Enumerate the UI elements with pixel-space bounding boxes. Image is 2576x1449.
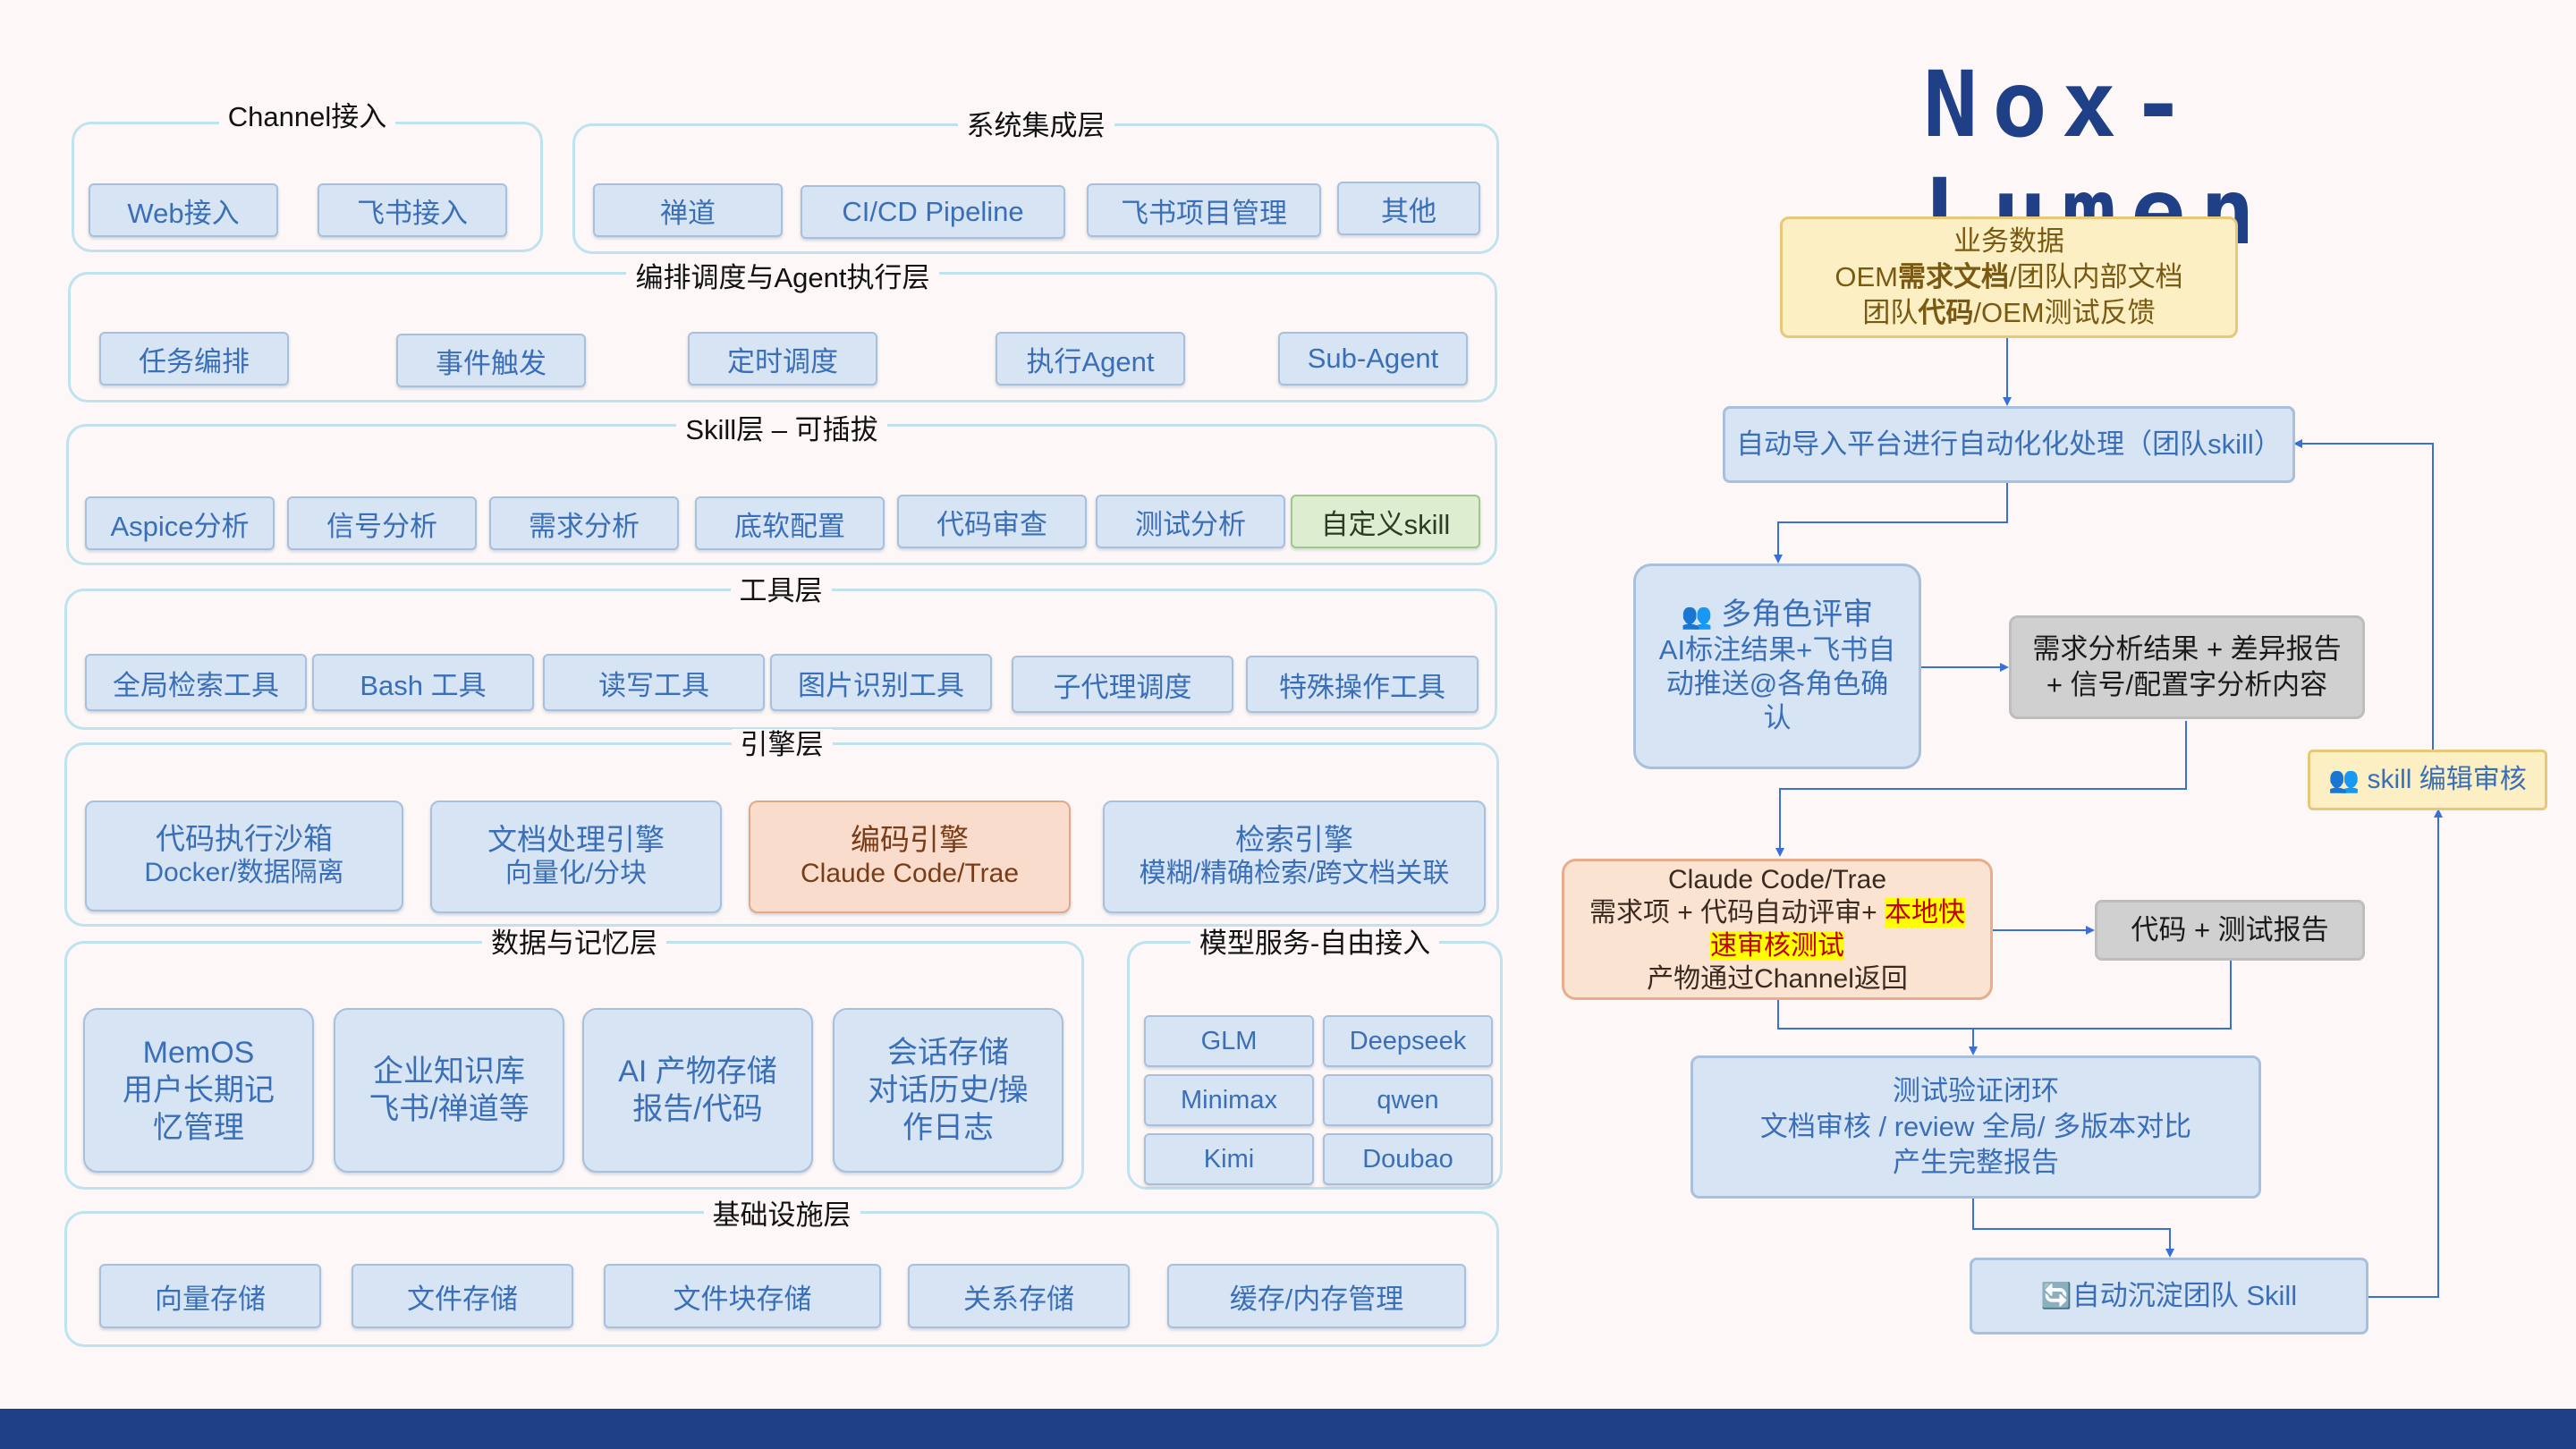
memory-item-memos[interactable]: MemOS 用户长期记 忆管理	[83, 1008, 314, 1173]
people-icon: 👥	[1681, 602, 1713, 630]
engine-sandbox-sub: Docker/数据隔离	[144, 858, 344, 887]
tool-item-readwrite[interactable]: 读写工具	[543, 654, 765, 711]
system-item-zentao[interactable]: 禅道	[593, 183, 783, 237]
orch-item-subagent[interactable]: Sub-Agent	[1278, 332, 1468, 386]
business-title: 业务数据	[1953, 225, 2064, 257]
tool-item-bash[interactable]: Bash 工具	[312, 654, 534, 711]
memory-item-session[interactable]: 会话存储 对话历史/操 作日志	[833, 1008, 1063, 1173]
infra-item-relational[interactable]: 关系存储	[908, 1264, 1130, 1328]
memory-memos-l1: MemOS	[142, 1036, 255, 1070]
memory-session-l2: 对话历史/操	[868, 1073, 1029, 1107]
memory-knowledge-l2: 飞书/禅道等	[369, 1092, 530, 1126]
orch-item-agent[interactable]: 执行Agent	[996, 332, 1185, 386]
skill-item-aspice[interactable]: Aspice分析	[85, 496, 275, 550]
model-item-doubao[interactable]: Doubao	[1323, 1133, 1493, 1185]
tools-layer: 工具层 全局检索工具 Bash 工具 读写工具 图片识别工具 子代理调度 特殊操…	[64, 575, 1497, 730]
channel-item-feishu[interactable]: 飞书接入	[318, 183, 507, 237]
engine-retrieval-sub: 模糊/精确检索/跨文档关联	[1139, 859, 1450, 888]
flow-skill-edit-review[interactable]: 👥 skill 编辑审核	[2308, 750, 2547, 810]
engine-doc-title: 文档处理引擎	[487, 823, 665, 856]
infra-item-cache[interactable]: 缓存/内存管理	[1167, 1264, 1466, 1328]
refresh-icon: 🔄	[2040, 1282, 2072, 1309]
engine-retrieval-title: 检索引擎	[1235, 823, 1353, 856]
people-icon: 👥	[2328, 766, 2360, 793]
model-item-minimax[interactable]: Minimax	[1144, 1074, 1314, 1126]
model-item-deepseek[interactable]: Deepseek	[1323, 1015, 1493, 1067]
memory-session-l1: 会话存储	[887, 1036, 1009, 1070]
flow-auto-import[interactable]: 自动导入平台进行自动化化处理（团队skill）	[1723, 406, 2295, 483]
layer-title-skill: Skill层 – 可插拔	[676, 414, 887, 445]
orch-item-schedule[interactable]: 定时调度	[688, 332, 877, 386]
skill-item-custom[interactable]: 自定义skill	[1291, 495, 1480, 548]
models-layer: 模型服务-自由接入 GLM Deepseek Minimax qwen Kimi…	[1127, 928, 1503, 1190]
engine-doc-sub: 向量化/分块	[504, 859, 648, 888]
layer-title-infra: 基础设施层	[703, 1199, 860, 1231]
skill-item-code-review[interactable]: 代码审查	[897, 495, 1087, 548]
memory-knowledge-l1: 企业知识库	[373, 1055, 525, 1089]
flow-code-test-report: 代码 + 测试报告	[2095, 900, 2365, 961]
channel-layer: Channel接入 Web接入 飞书接入	[72, 101, 543, 252]
channel-item-web[interactable]: Web接入	[89, 183, 278, 237]
flow-multi-role-review[interactable]: 👥 多角色评审 AI标注结果+飞书自 动推送@各角色确 认	[1633, 564, 1921, 769]
memory-ai-l1: AI 产物存储	[618, 1055, 777, 1089]
engine-coding-sub: Claude Code/Trae	[800, 859, 1020, 888]
engine-layer: 引擎层 代码执行沙箱 Docker/数据隔离 文档处理引擎 向量化/分块 编码引…	[64, 729, 1499, 927]
skill-item-requirement[interactable]: 需求分析	[489, 496, 679, 550]
infra-item-vector[interactable]: 向量存储	[99, 1264, 321, 1328]
layer-title-orchestration: 编排调度与Agent执行层	[626, 262, 939, 293]
tool-item-special-ops[interactable]: 特殊操作工具	[1246, 656, 1479, 713]
engine-coding-title: 编码引擎	[851, 823, 969, 856]
orch-item-event[interactable]: 事件触发	[396, 334, 586, 387]
flow-requirement-result: 需求分析结果 + 差异报告 + 信号/配置字分析内容	[2009, 615, 2365, 719]
skill-item-signal[interactable]: 信号分析	[287, 496, 477, 550]
engine-item-coding[interactable]: 编码引擎 Claude Code/Trae	[749, 801, 1071, 913]
infra-item-file[interactable]: 文件存储	[352, 1264, 573, 1328]
tool-item-image-recog[interactable]: 图片识别工具	[770, 654, 992, 711]
tool-item-subagent-dispatch[interactable]: 子代理调度	[1012, 656, 1233, 713]
engine-item-retrieval[interactable]: 检索引擎 模糊/精确检索/跨文档关联	[1103, 801, 1486, 913]
layer-title-tools: 工具层	[730, 575, 832, 606]
system-layer: 系统集成层 禅道 CI/CD Pipeline 飞书项目管理 其他	[572, 110, 1499, 254]
layer-title-engine: 引擎层	[731, 729, 833, 760]
skill-item-test-analysis[interactable]: 测试分析	[1096, 495, 1285, 548]
model-item-glm[interactable]: GLM	[1144, 1015, 1314, 1067]
flow-business-data: 业务数据 OEM需求文档/团队内部文档 团队代码/OEM测试反馈	[1780, 216, 2238, 338]
layer-title-channel: Channel接入	[218, 101, 396, 132]
skill-layer: Skill层 – 可插拔 Aspice分析 信号分析 需求分析 底软配置 代码审…	[66, 414, 1497, 565]
review-title: 多角色评审	[1721, 597, 1874, 631]
footer-bar	[0, 1409, 2576, 1449]
system-item-cicd[interactable]: CI/CD Pipeline	[801, 185, 1065, 239]
model-item-kimi[interactable]: Kimi	[1144, 1133, 1314, 1185]
infra-item-fileblock[interactable]: 文件块存储	[604, 1264, 881, 1328]
memory-memos-l3: 忆管理	[153, 1111, 244, 1145]
infra-layer: 基础设施层 向量存储 文件存储 文件块存储 关系存储 缓存/内存管理	[64, 1199, 1499, 1347]
system-item-feishu-project[interactable]: 飞书项目管理	[1087, 183, 1321, 237]
auto-skill-label: 自动沉淀团队 Skill	[2072, 1280, 2298, 1311]
memory-ai-l2: 报告/代码	[632, 1092, 763, 1126]
memory-memos-l2: 用户长期记	[123, 1073, 275, 1107]
flow-test-loop[interactable]: 测试验证闭环 文档审核 / review 全局/ 多版本对比 产生完整报告	[1690, 1055, 2261, 1199]
memory-item-knowledge[interactable]: 企业知识库 飞书/禅道等	[334, 1008, 564, 1173]
orch-item-task[interactable]: 任务编排	[99, 332, 289, 386]
engine-sandbox-title: 代码执行沙箱	[156, 822, 333, 855]
layer-title-system: 系统集成层	[957, 110, 1114, 141]
tool-item-global-search[interactable]: 全局检索工具	[85, 654, 307, 711]
engine-item-doc[interactable]: 文档处理引擎 向量化/分块	[430, 801, 722, 913]
skill-review-label: skill 编辑审核	[2367, 765, 2527, 794]
orchestration-layer: 编排调度与Agent执行层 任务编排 事件触发 定时调度 执行Agent Sub…	[68, 262, 1497, 402]
system-item-other[interactable]: 其他	[1337, 182, 1480, 235]
flow-auto-skill[interactable]: 🔄自动沉淀团队 Skill	[1970, 1258, 2368, 1335]
engine-item-sandbox[interactable]: 代码执行沙箱 Docker/数据隔离	[85, 801, 403, 911]
memory-item-ai-artifacts[interactable]: AI 产物存储 报告/代码	[582, 1008, 813, 1173]
flow-claude-code[interactable]: Claude Code/Trae 需求项 + 代码自动评审+ 本地快 速审核测试…	[1562, 859, 1993, 1000]
skill-item-lowlevel-config[interactable]: 底软配置	[695, 496, 885, 550]
memory-layer: 数据与记忆层 MemOS 用户长期记 忆管理 企业知识库 飞书/禅道等 AI 产…	[64, 928, 1084, 1190]
memory-session-l3: 作日志	[902, 1111, 994, 1145]
model-item-qwen[interactable]: qwen	[1323, 1074, 1493, 1126]
layer-title-memory: 数据与记忆层	[482, 928, 666, 959]
layer-title-models: 模型服务-自由接入	[1190, 928, 1440, 959]
